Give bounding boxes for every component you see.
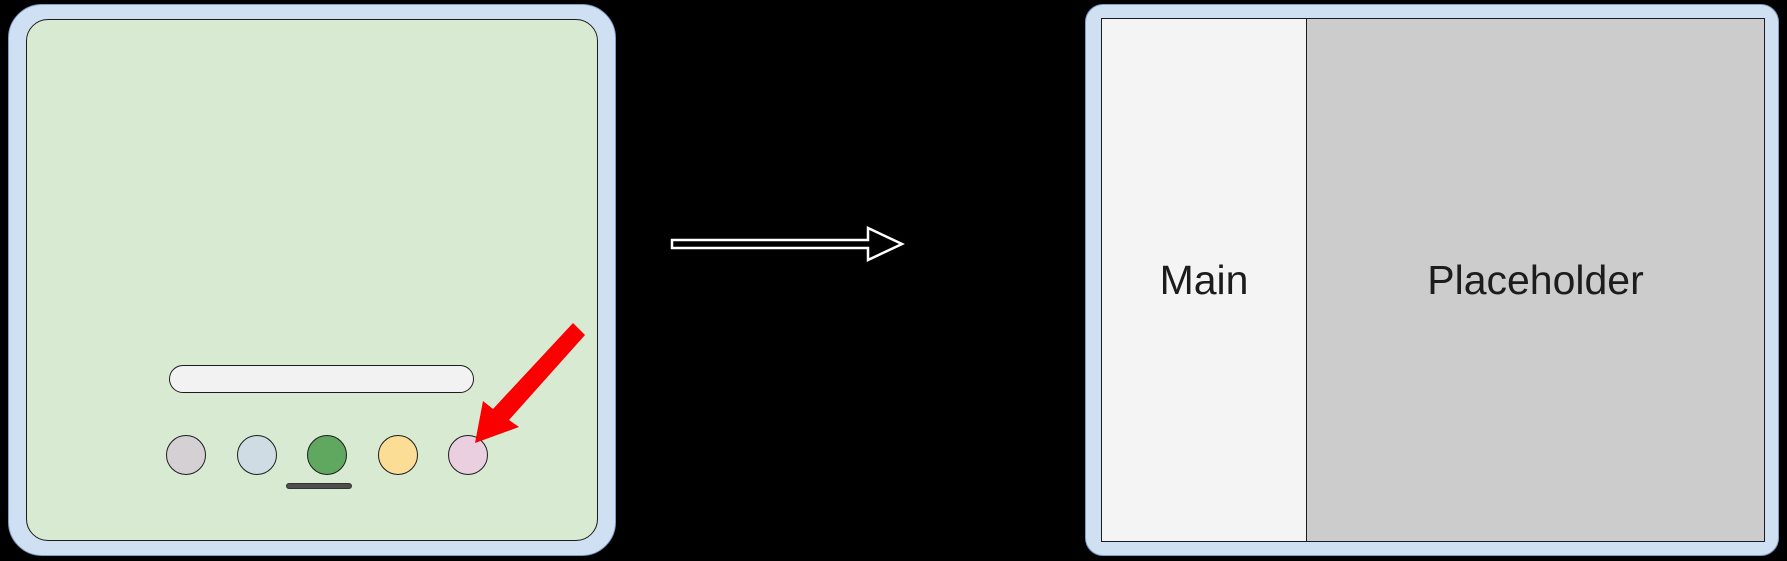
splitview-device-frame: Main Placeholder bbox=[1085, 4, 1779, 556]
app-icon-gray[interactable] bbox=[166, 435, 206, 475]
placeholder-pane-label: Placeholder bbox=[1427, 256, 1644, 303]
splitview-screen: Main Placeholder bbox=[1101, 18, 1765, 542]
app-icon-blue[interactable] bbox=[236, 435, 277, 475]
main-pane-label: Main bbox=[1159, 256, 1249, 303]
home-indicator-bar[interactable] bbox=[286, 483, 352, 489]
transition-arrow-icon bbox=[670, 226, 905, 262]
tablet-screen bbox=[26, 19, 598, 541]
app-icon-yellow[interactable] bbox=[377, 435, 418, 475]
main-pane[interactable]: Main bbox=[1102, 19, 1307, 541]
tablet-device-frame bbox=[8, 4, 616, 556]
app-icon-pink[interactable] bbox=[448, 435, 488, 475]
app-icon-green[interactable] bbox=[307, 435, 347, 475]
search-input[interactable] bbox=[169, 365, 474, 393]
app-dock bbox=[166, 427, 488, 483]
placeholder-pane[interactable]: Placeholder bbox=[1307, 19, 1764, 541]
